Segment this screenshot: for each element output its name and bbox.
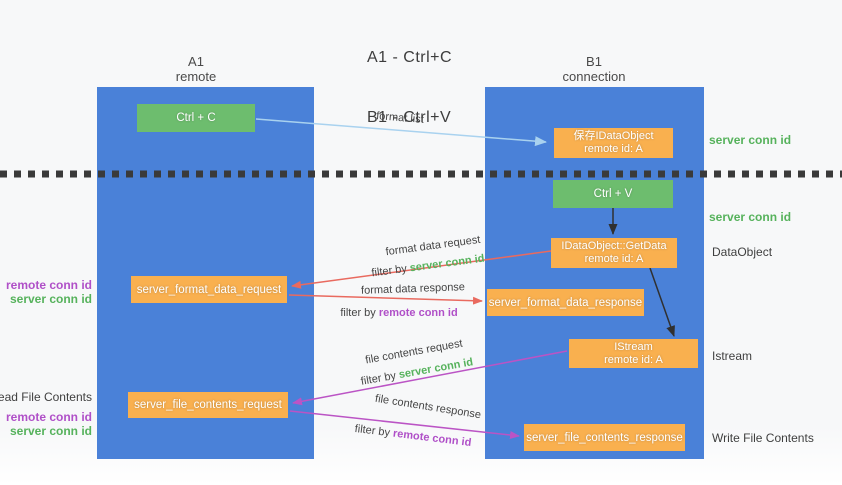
node-istream-line2: remote id: A [604, 353, 663, 366]
column-b1-name: B1 [586, 54, 602, 69]
server-conn-id-key: server conn id [397, 356, 475, 382]
node-save-idataobject-line1: 保存IDataObject [573, 130, 654, 142]
flow-label-filter-remote-conn-id-2: filter by remote conn id [354, 423, 472, 449]
node-file-request-label: server_file_contents_request [134, 399, 282, 411]
column-header-b1: B1 connection [544, 54, 644, 84]
node-format-request-label: server_format_data_request [136, 283, 282, 296]
node-getdata-line2: remote id: A [584, 253, 644, 265]
column-a1-subtitle: remote [175, 69, 217, 84]
left-label-read-file-contents: Read File Contents [0, 390, 92, 404]
node-server-format-data-response: server_format_data_response [487, 289, 644, 316]
column-header-a1: A1 remote [146, 54, 246, 84]
flow-label-filter-remote-conn-id-1: filter by remote conn id [340, 307, 457, 319]
node-file-response-label: server_file_contents_response [526, 431, 683, 444]
flow-label-format-data-response: format data response [360, 281, 466, 297]
right-label-dataobject: DataObject [712, 245, 773, 259]
filter-prefix: filter by [354, 422, 394, 440]
filter-prefix: filter by [359, 369, 400, 388]
flow-label-file-contents-response: file contents response [374, 392, 482, 422]
node-ctrl-c-label: Ctrl + C [176, 112, 216, 124]
node-istream-line1: IStream [614, 340, 653, 353]
filter-prefix: filter by [370, 262, 411, 280]
diagram-title: A1 - Ctrl+C B1 - Ctrl+V [367, 8, 452, 168]
remote-conn-id-key: remote conn id [378, 307, 458, 319]
node-ctrl-v: Ctrl + V [553, 180, 673, 208]
title-line-1: A1 - Ctrl+C [367, 49, 453, 66]
node-istream: IStream remote id: A [569, 339, 698, 368]
server-conn-id-key: server conn id [409, 252, 486, 275]
node-ctrl-c: Ctrl + C [137, 104, 255, 132]
node-server-file-contents-request: server_file_contents_request [128, 392, 288, 418]
left-label-remote-conn-id-2: remote conn id [5, 410, 92, 424]
right-label-istream: Istream [712, 349, 753, 363]
node-format-response-label: server_format_data_response [488, 296, 643, 309]
column-b1-subtitle: connection [562, 69, 626, 84]
node-ctrl-v-label: Ctrl + V [593, 188, 633, 200]
column-a1-name: A1 [188, 54, 204, 69]
right-label-write-file-contents: Write File Contents [712, 431, 814, 445]
left-label-server-conn-id-1: server conn id [9, 292, 92, 306]
node-save-idataobject-line2: remote id: A [584, 143, 643, 155]
node-idataobject-getdata: IDataObject::GetData remote id: A [551, 238, 677, 268]
right-label-server-conn-id-1: server conn id [709, 133, 792, 147]
left-label-remote-conn-id-1: remote conn id [5, 278, 92, 292]
node-save-idataobject: 保存IDataObject remote id: A [554, 128, 673, 158]
right-label-server-conn-id-2: server conn id [709, 210, 792, 224]
node-server-format-data-request: server_format_data_request [131, 276, 287, 303]
remote-conn-id-key: remote conn id [392, 427, 472, 450]
left-label-server-conn-id-2: server conn id [9, 424, 92, 438]
node-getdata-line1: IDataObject::GetData [561, 240, 667, 252]
node-server-file-contents-response: server_file_contents_response [524, 424, 685, 451]
filter-prefix: filter by [340, 307, 379, 319]
